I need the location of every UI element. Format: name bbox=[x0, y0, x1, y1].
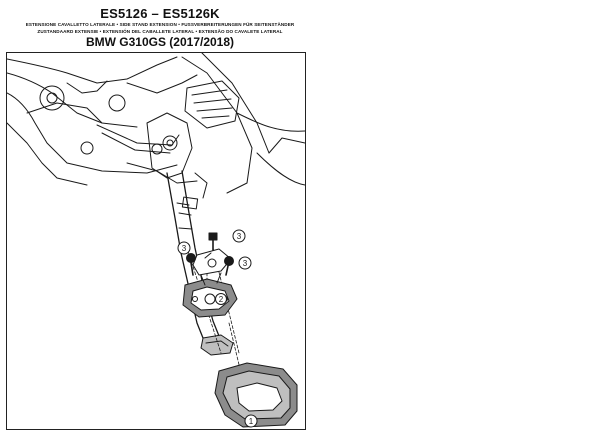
product-code-title: ES5126 – ES5126K bbox=[100, 6, 220, 21]
side-stand-leg bbox=[166, 170, 222, 344]
product-description-languages-1: ESTENSIONE CAVALLETTO LATERALE • SIDE ST… bbox=[25, 22, 295, 27]
svg-text:2: 2 bbox=[219, 295, 224, 304]
diagram-frame: 3 3 3 2 1 bbox=[6, 52, 306, 430]
svg-text:3: 3 bbox=[182, 244, 187, 253]
extension-plate-part bbox=[182, 272, 238, 318]
callout-part-3-left: 3 bbox=[177, 241, 191, 255]
bolt-top bbox=[208, 232, 218, 251]
callout-part-1: 1 bbox=[244, 414, 258, 428]
svg-text:3: 3 bbox=[237, 232, 242, 241]
callout-part-3-center: 3 bbox=[238, 256, 252, 270]
callout-part-2: 2 bbox=[215, 293, 227, 305]
installation-diagram: 3 3 3 2 1 bbox=[7, 53, 305, 428]
bolt-right bbox=[224, 256, 234, 276]
svg-text:3: 3 bbox=[243, 259, 248, 268]
engine-frame-sketch bbox=[7, 53, 305, 194]
clamp-bracket bbox=[192, 248, 232, 276]
bolt-left bbox=[186, 253, 196, 276]
foot-extension-plate bbox=[214, 362, 298, 428]
extension-plate-mounted bbox=[200, 334, 234, 356]
motorcycle-model-title: BMW G310GS (2017/2018) bbox=[85, 35, 235, 49]
callout-part-3-right: 3 bbox=[232, 229, 246, 243]
product-description-languages-2: ZUSTANDAARD EXTENSIE • EXTENSIÓN DEL CAB… bbox=[37, 29, 283, 34]
svg-text:1: 1 bbox=[249, 417, 254, 426]
header: ES5126 – ES5126K ESTENSIONE CAVALLETTO L… bbox=[0, 0, 320, 52]
